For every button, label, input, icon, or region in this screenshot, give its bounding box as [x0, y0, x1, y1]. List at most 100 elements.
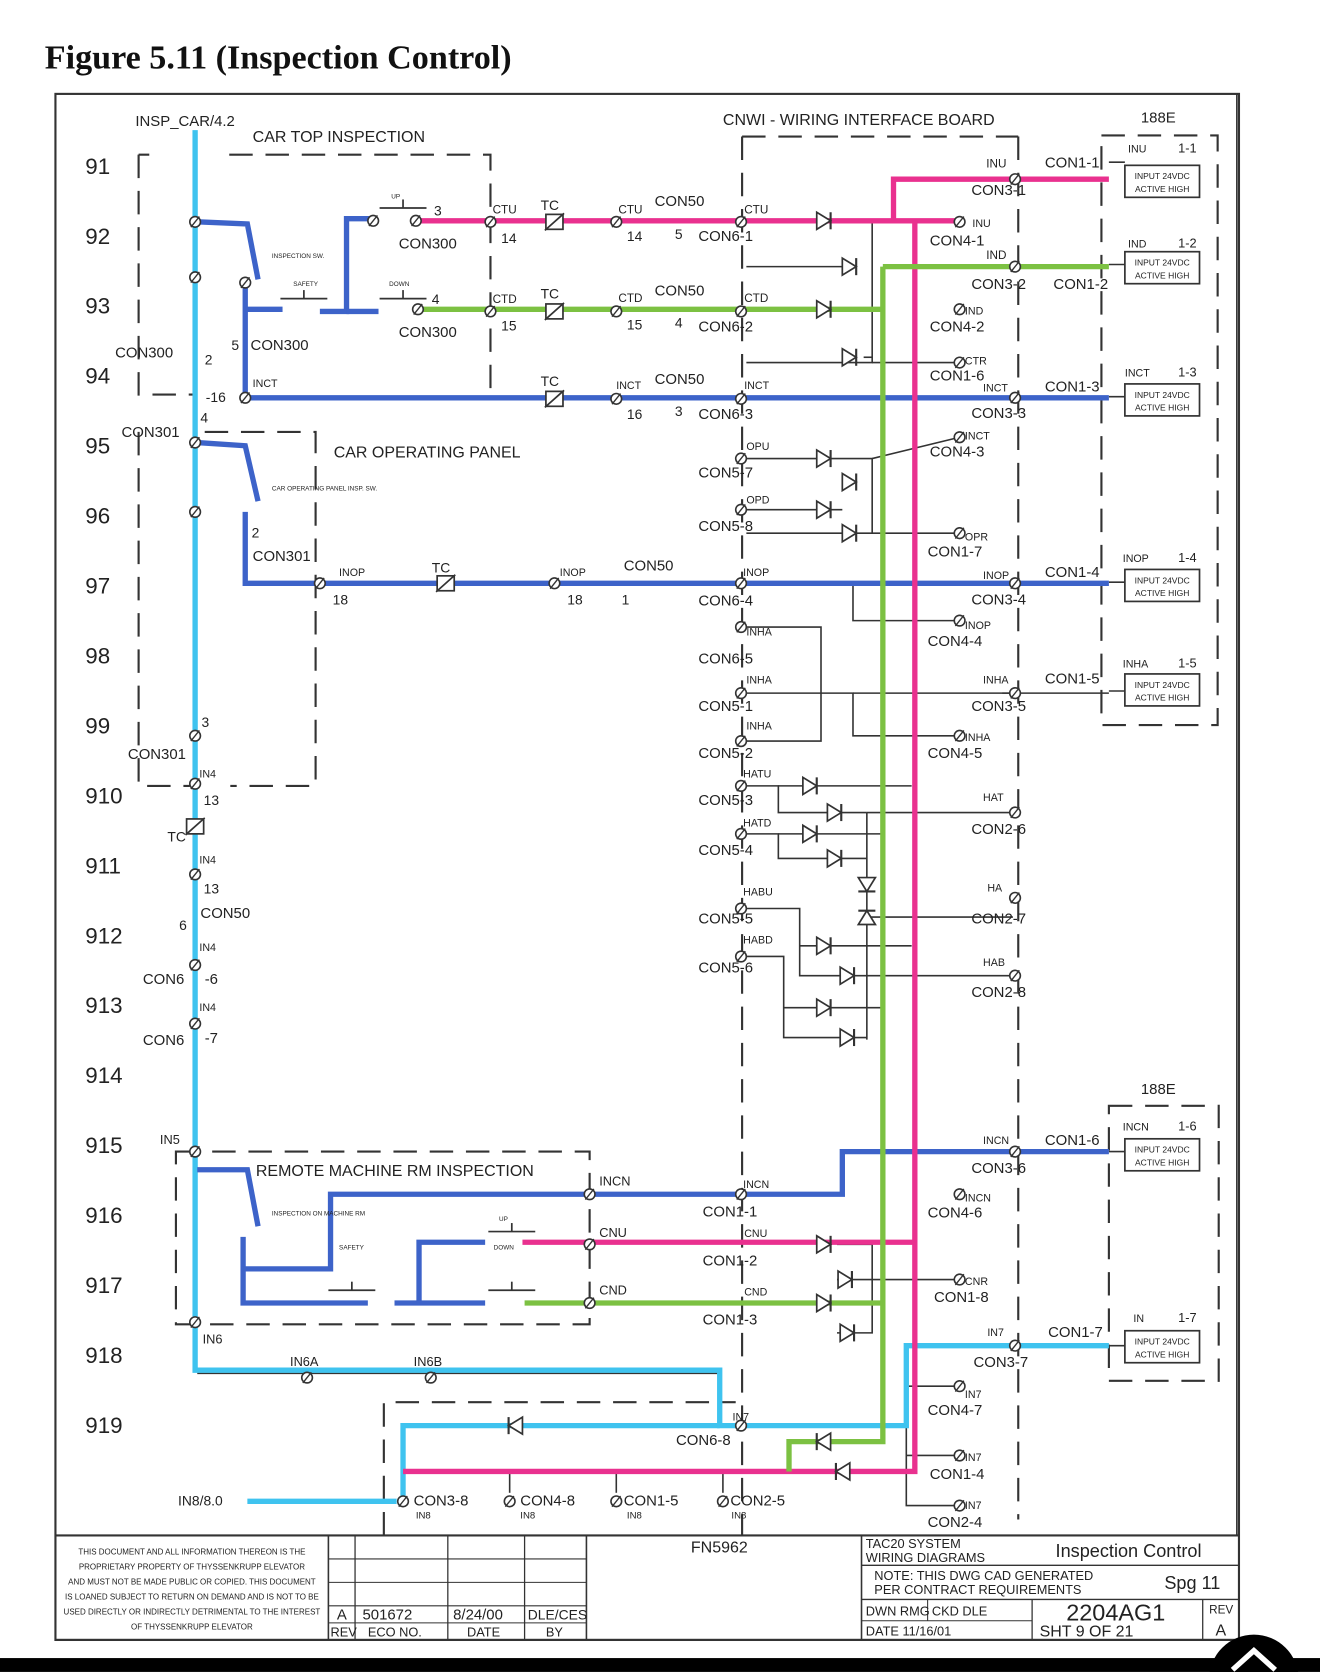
wire-label: IN7	[965, 1389, 982, 1401]
terminal-icon	[734, 779, 748, 793]
wire-label: 4	[675, 314, 683, 330]
tc-contact-icon	[544, 389, 565, 409]
wire-label: 15	[501, 318, 517, 334]
dashed-enclosure	[137, 431, 190, 787]
wire-label: 1-1	[1178, 141, 1196, 156]
diode-icon	[815, 1234, 833, 1255]
signal-line	[852, 583, 960, 622]
wire-label: CON1-2	[1053, 276, 1108, 293]
wire-label: -6	[205, 971, 218, 988]
wire-label: HABD	[743, 935, 773, 947]
terminal-icon	[953, 1449, 966, 1462]
terminal-icon	[734, 1419, 748, 1432]
wire-label: CON1-6	[1045, 1132, 1100, 1149]
terminal-icon	[188, 729, 202, 742]
dashed-enclosure	[204, 430, 317, 787]
terminal-icon	[610, 215, 623, 228]
row-number: 915	[85, 1133, 122, 1158]
title-block: THIS DOCUMENT AND ALL INFORMATION THEREO…	[55, 1534, 1239, 1642]
dashed-enclosure	[137, 154, 195, 396]
input-box-line: ACTIVE HIGH	[1135, 403, 1189, 413]
wire-label: CON301	[253, 548, 311, 565]
checked-by: CKD DLE	[932, 1603, 987, 1618]
wire-label: CON6	[143, 1032, 184, 1049]
wire-label: CON2-6	[971, 821, 1026, 838]
wire-label: INU	[986, 157, 1006, 170]
wire-label: CON2-4	[928, 1514, 983, 1531]
wire-label: 14	[627, 228, 643, 244]
wire-label: 4	[432, 291, 440, 307]
wire-label: IN8/8.0	[178, 1493, 223, 1509]
row-number: 91	[85, 154, 110, 179]
wire-label: CON5-3	[698, 792, 753, 809]
terminal-icon	[953, 729, 966, 742]
diode-icon	[856, 909, 877, 926]
row-number: 911	[85, 853, 121, 878]
wire-label: INCT	[983, 382, 1008, 394]
wire-label: CON1-4	[930, 1466, 985, 1483]
diode-icon	[837, 1269, 854, 1290]
fn-number: FN5962	[691, 1540, 748, 1557]
wire-label: 188E	[1141, 1081, 1176, 1098]
wire-label: INOP	[339, 567, 365, 579]
blue-wire	[197, 219, 261, 280]
legal-text-line: PROPRIETARY PROPERTY OF THYSSENKRUPP ELE…	[79, 1563, 305, 1572]
row-number: 912	[85, 923, 122, 948]
diode-icon	[815, 935, 833, 956]
dashed-enclosure	[174, 1150, 591, 1326]
wire-label: INHA	[746, 627, 772, 639]
wire-label: HAT	[983, 792, 1004, 804]
wire-label: INU	[972, 218, 990, 230]
signal-line	[746, 457, 873, 534]
wire-label: CON6-1	[698, 228, 753, 245]
wire-label: REMOTE MACHINE RM INSPECTION	[256, 1163, 534, 1180]
terminal-icon	[734, 577, 748, 590]
wire-label: CON1-4	[1045, 564, 1100, 581]
wire-label: OPR	[965, 532, 988, 544]
wire-label: HATD	[743, 817, 772, 829]
terminal-icon	[953, 527, 966, 540]
terminal-icon	[188, 1017, 202, 1030]
wire-label: IND	[965, 306, 984, 318]
rev-header: REV	[331, 1625, 358, 1640]
terminal-icon	[1008, 260, 1022, 273]
revision-date: 8/24/00	[453, 1607, 503, 1624]
signal-line	[746, 833, 867, 860]
wire-label: CON3-3	[971, 405, 1026, 422]
row-number: 916	[85, 1203, 122, 1228]
wire-label: CON6-3	[698, 406, 753, 423]
wire-label: CON3-8	[414, 1493, 469, 1510]
wire-label: INCT	[965, 430, 990, 442]
system-subtitle: WIRING DIAGRAMS	[866, 1550, 985, 1565]
wire-label: CON3-4	[971, 592, 1026, 609]
dashed-enclosure	[382, 1401, 736, 1536]
wire-label: UP	[391, 193, 400, 200]
terminal-icon	[396, 1495, 410, 1508]
diode-icon	[841, 471, 858, 493]
wire-label: UP	[499, 1216, 508, 1223]
diode-icon	[826, 802, 843, 823]
wire-label: IN8	[520, 1510, 535, 1521]
wire-label: TC	[541, 286, 559, 302]
wire-label: CON301	[122, 424, 180, 441]
wire-label: 2	[205, 352, 213, 368]
terminal-icon	[583, 1296, 596, 1310]
wire-label: INHA	[983, 675, 1009, 687]
input-box-line: INPUT 24VDC	[1135, 1337, 1190, 1347]
dashed-enclosure	[1100, 134, 1219, 727]
wire-label: DOWN	[389, 281, 410, 288]
wire-label: DOWN	[494, 1245, 515, 1252]
wire-label: CTD	[618, 292, 642, 305]
wire-label: HATU	[743, 768, 771, 780]
wire-label: CON6	[143, 971, 184, 988]
terminal-icon	[484, 215, 497, 228]
wire-label: CON300	[399, 236, 457, 253]
row-number: 919	[85, 1413, 122, 1438]
wire-label: CON50	[655, 282, 705, 299]
diode-icon	[506, 1415, 524, 1436]
terminal-icon	[1008, 806, 1022, 819]
scroll-up-button[interactable]	[1209, 1634, 1299, 1672]
wire-label: 16	[627, 406, 643, 422]
